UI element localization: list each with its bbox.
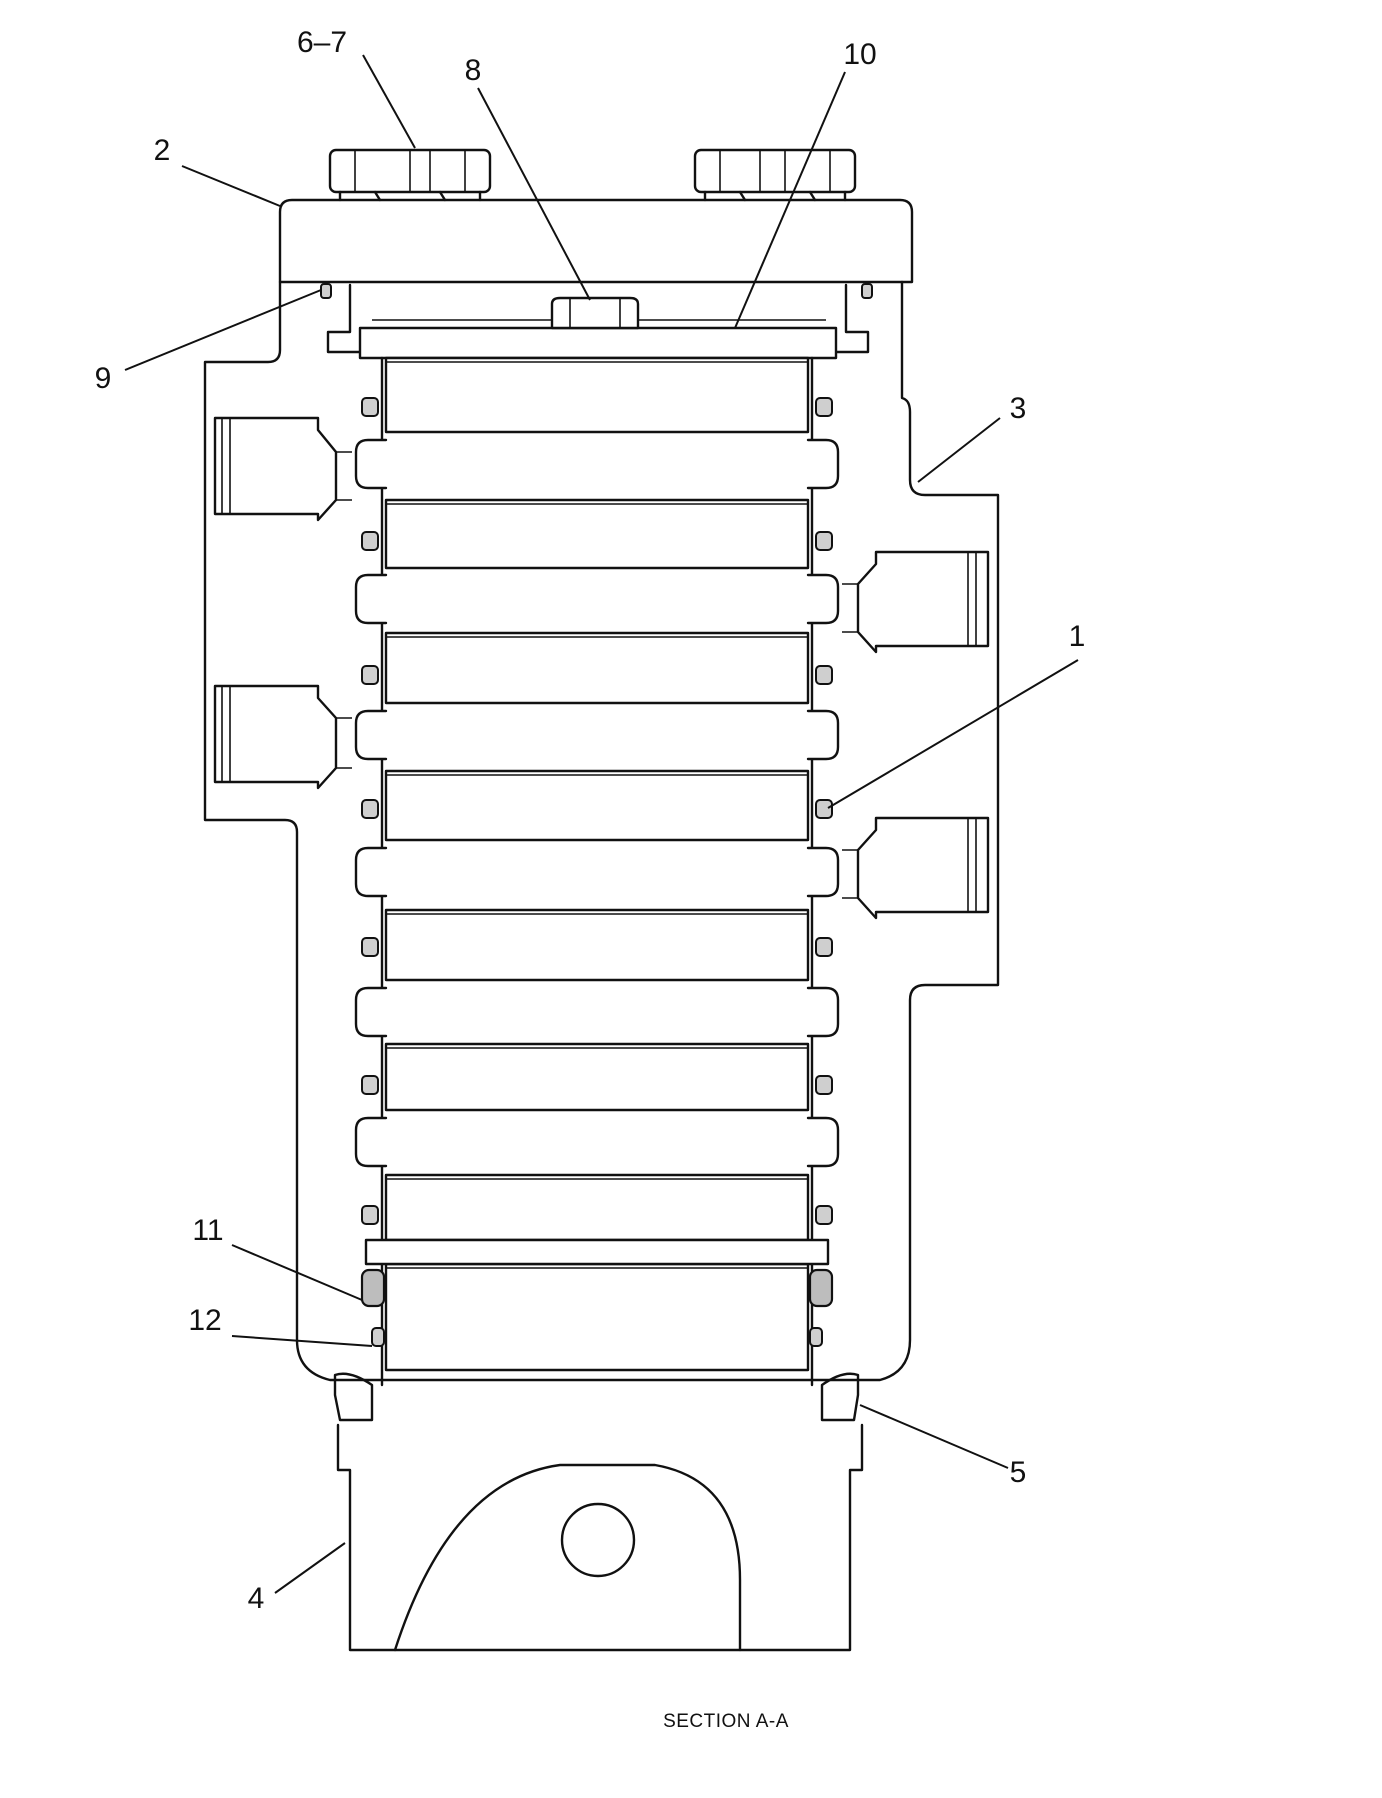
leader-lines	[124, 54, 1079, 1594]
spool-land	[384, 631, 810, 705]
groove-left	[354, 1116, 388, 1168]
o-ring-right	[815, 397, 833, 417]
top-cover	[278, 198, 914, 284]
groove-left	[354, 846, 388, 898]
callout-5: 5	[1010, 1456, 1027, 1489]
groove-right	[806, 1116, 840, 1168]
o-ring-right	[815, 1075, 833, 1095]
spool-land	[384, 769, 810, 842]
port-left-upper	[213, 416, 352, 522]
callout-1: 1	[1069, 620, 1086, 653]
spool-land	[384, 1173, 810, 1242]
valve-body	[203, 280, 1000, 1382]
o-ring-left	[361, 1205, 379, 1225]
callout-9: 9	[95, 362, 112, 395]
spool-stack	[354, 356, 840, 1372]
o-ring-right	[815, 1205, 833, 1225]
o-ring-left	[361, 1075, 379, 1095]
callout-8: 8	[465, 54, 482, 87]
section-caption: SECTION A-A	[663, 1711, 789, 1732]
o-ring-right	[815, 937, 833, 957]
port-left-lower	[213, 684, 352, 790]
groove-left	[354, 709, 388, 761]
lower-housing	[336, 1423, 864, 1652]
groove-left	[354, 438, 388, 490]
port-right-upper	[842, 550, 990, 654]
o-ring-right	[815, 531, 833, 551]
o-ring-left	[361, 937, 379, 957]
bottom-spacer	[364, 1238, 830, 1266]
groove-right	[806, 573, 840, 625]
groove-right	[806, 846, 840, 898]
o-ring-right	[815, 665, 833, 685]
o-ring-left	[361, 665, 379, 685]
port-right-lower	[842, 816, 990, 920]
spool-land	[384, 1042, 810, 1112]
o-ring-left	[361, 531, 379, 551]
spool-land	[384, 908, 810, 982]
callout-3: 3	[1010, 392, 1027, 425]
callout-12: 12	[188, 1304, 221, 1337]
cap-bolts-left	[328, 148, 492, 202]
spool-land	[384, 356, 810, 434]
callout-6-7: 6–7	[297, 26, 347, 59]
o-ring-left	[361, 799, 379, 819]
callout-10: 10	[843, 38, 876, 71]
callout-2: 2	[154, 134, 171, 167]
groove-right	[806, 438, 840, 490]
groove-left	[354, 573, 388, 625]
groove-right	[806, 709, 840, 761]
spool-land	[384, 1262, 810, 1372]
callout-11: 11	[192, 1214, 223, 1247]
spool-land	[384, 498, 810, 570]
wiper-seals	[333, 1372, 860, 1422]
o-ring-right	[815, 799, 833, 819]
o-ring-left	[361, 397, 379, 417]
groove-left	[354, 986, 388, 1038]
cap-bolts-right	[693, 148, 857, 202]
groove-right	[806, 986, 840, 1038]
lower-seals	[360, 1268, 834, 1347]
upper-cavity	[320, 283, 873, 360]
callout-4: 4	[248, 1582, 265, 1615]
